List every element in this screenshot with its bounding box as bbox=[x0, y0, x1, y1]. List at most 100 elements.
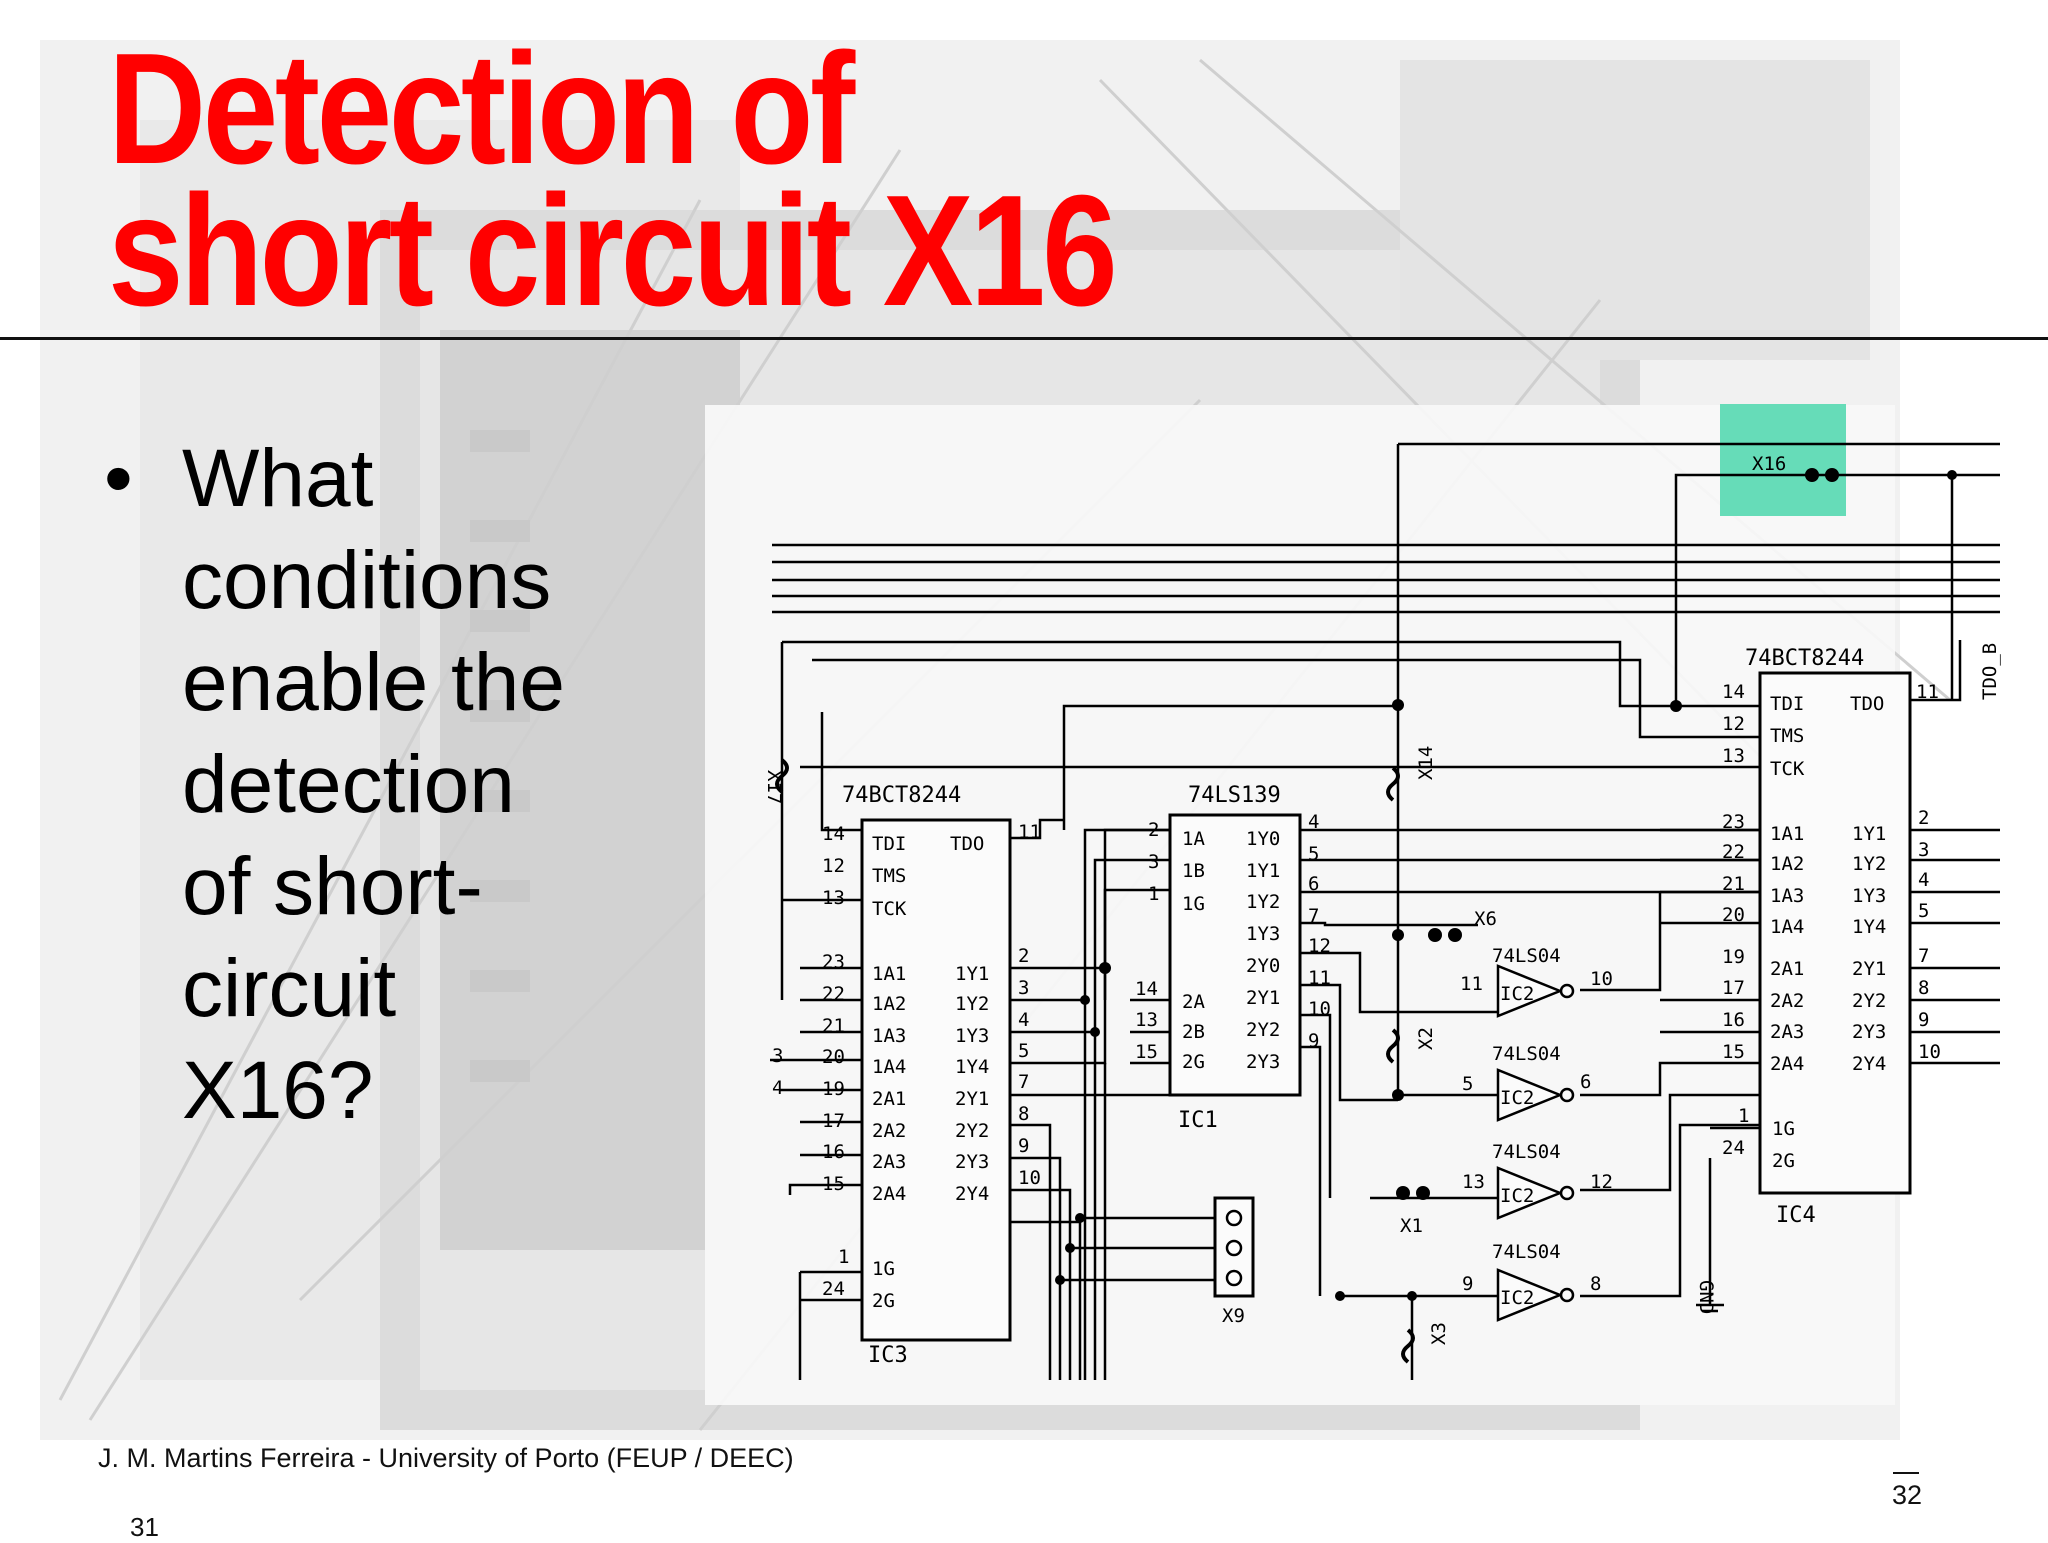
svg-text:1A4: 1A4 bbox=[1770, 916, 1804, 938]
svg-text:1Y2: 1Y2 bbox=[955, 993, 989, 1015]
svg-text:1A3: 1A3 bbox=[1770, 885, 1804, 907]
svg-text:20: 20 bbox=[822, 1046, 845, 1068]
svg-text:16: 16 bbox=[822, 1141, 845, 1163]
jumper-labels: X16 X14 X6 X2 X1 X3 X9 X17 TDO_B GND 3 4 bbox=[763, 453, 2001, 1345]
svg-text:1A1: 1A1 bbox=[872, 963, 906, 985]
svg-text:2A1: 2A1 bbox=[1770, 958, 1804, 980]
svg-text:1A4: 1A4 bbox=[872, 1056, 906, 1078]
bullet-line: enable the bbox=[182, 637, 566, 728]
svg-text:1A1: 1A1 bbox=[1770, 823, 1804, 845]
svg-text:22: 22 bbox=[822, 983, 845, 1005]
svg-text:TMS: TMS bbox=[872, 865, 906, 887]
svg-text:19: 19 bbox=[822, 1078, 845, 1100]
svg-text:12: 12 bbox=[822, 855, 845, 877]
svg-text:5: 5 bbox=[1918, 900, 1929, 922]
edge-label: 4 bbox=[772, 1077, 783, 1099]
svg-text:10: 10 bbox=[1590, 968, 1613, 990]
svg-text:1Y1: 1Y1 bbox=[1246, 860, 1280, 882]
svg-text:2G: 2G bbox=[1772, 1150, 1795, 1172]
svg-text:13: 13 bbox=[822, 887, 845, 909]
ic4-part-label: 74BCT8244 bbox=[1745, 646, 1864, 671]
svg-text:20: 20 bbox=[1722, 904, 1745, 926]
title-rule bbox=[0, 337, 2048, 340]
svg-text:2Y3: 2Y3 bbox=[955, 1151, 989, 1173]
svg-text:15: 15 bbox=[1722, 1041, 1745, 1063]
edge-label: 3 bbox=[772, 1045, 783, 1067]
svg-text:3: 3 bbox=[1918, 839, 1929, 861]
bullet-line: conditions bbox=[182, 535, 552, 626]
svg-text:IC2: IC2 bbox=[1500, 1287, 1534, 1309]
ic1-ref-label: IC1 bbox=[1178, 1108, 1218, 1133]
svg-text:16: 16 bbox=[1722, 1009, 1745, 1031]
svg-text:1Y3: 1Y3 bbox=[1246, 923, 1280, 945]
svg-text:1Y4: 1Y4 bbox=[1852, 916, 1886, 938]
svg-text:9: 9 bbox=[1018, 1135, 1029, 1157]
bullet-line: What bbox=[182, 433, 374, 524]
svg-text:TCK: TCK bbox=[1770, 758, 1805, 780]
footer-author: J. M. Martins Ferreira - University of P… bbox=[98, 1443, 794, 1473]
svg-text:2A3: 2A3 bbox=[872, 1151, 906, 1173]
svg-text:22: 22 bbox=[1722, 841, 1745, 863]
svg-text:74LS04: 74LS04 bbox=[1492, 945, 1561, 967]
svg-text:14: 14 bbox=[1722, 681, 1745, 703]
svg-text:24: 24 bbox=[1722, 1137, 1745, 1159]
svg-text:2: 2 bbox=[1018, 945, 1029, 967]
svg-text:4: 4 bbox=[1308, 811, 1319, 833]
svg-text:2A2: 2A2 bbox=[872, 1120, 906, 1142]
svg-text:1: 1 bbox=[838, 1246, 849, 1268]
svg-text:2Y4: 2Y4 bbox=[955, 1183, 989, 1205]
svg-text:1: 1 bbox=[1148, 883, 1159, 905]
svg-text:2Y1: 2Y1 bbox=[1852, 958, 1886, 980]
inverter-symbol bbox=[1496, 1268, 1564, 1322]
ic3-body bbox=[860, 818, 1012, 1342]
svg-text:13: 13 bbox=[1462, 1171, 1485, 1193]
svg-text:1G: 1G bbox=[872, 1258, 895, 1280]
bullet-line: detection bbox=[182, 739, 515, 830]
svg-text:9: 9 bbox=[1308, 1030, 1319, 1052]
svg-text:10: 10 bbox=[1918, 1041, 1941, 1063]
x9-label: X9 bbox=[1222, 1305, 1245, 1327]
x16-label: X16 bbox=[1752, 453, 1786, 475]
ic1-pins: 1A 1B 1G 2A 2B 2G 1Y0 1Y1 1Y2 1Y3 2Y0 2Y… bbox=[1135, 811, 1331, 1073]
wires bbox=[770, 442, 2000, 1380]
svg-text:2A1: 2A1 bbox=[872, 1088, 906, 1110]
svg-text:6: 6 bbox=[1308, 873, 1319, 895]
svg-text:12: 12 bbox=[1722, 713, 1745, 735]
svg-text:IC2: IC2 bbox=[1500, 1087, 1534, 1109]
page-number-right: 32 bbox=[1892, 1480, 1923, 1510]
svg-text:74LS04: 74LS04 bbox=[1492, 1141, 1561, 1163]
svg-text:TDI: TDI bbox=[872, 833, 906, 855]
svg-text:11: 11 bbox=[1018, 821, 1041, 843]
svg-text:2Y3: 2Y3 bbox=[1246, 1051, 1280, 1073]
svg-text:8: 8 bbox=[1018, 1103, 1029, 1125]
svg-text:2A2: 2A2 bbox=[1770, 990, 1804, 1012]
svg-text:11: 11 bbox=[1916, 681, 1939, 703]
svg-text:TDO: TDO bbox=[950, 833, 984, 855]
svg-text:2Y0: 2Y0 bbox=[1246, 955, 1280, 977]
bullet-marker: • bbox=[104, 433, 133, 524]
svg-text:24: 24 bbox=[822, 1278, 845, 1300]
svg-text:IC2: IC2 bbox=[1500, 983, 1534, 1005]
page-number-rule bbox=[1893, 1472, 1919, 1474]
svg-text:2A4: 2A4 bbox=[872, 1183, 906, 1205]
svg-text:14: 14 bbox=[1135, 978, 1158, 1000]
svg-text:TDO: TDO bbox=[1850, 693, 1884, 715]
svg-text:5: 5 bbox=[1462, 1073, 1473, 1095]
ic4-body bbox=[1758, 671, 1912, 1195]
ic3-pins: TDI TMS TCK 1A1 1A2 1A3 1A4 2A1 2A2 2A3 … bbox=[822, 821, 1041, 1312]
svg-text:1Y3: 1Y3 bbox=[1852, 885, 1886, 907]
x1-label: X1 bbox=[1400, 1215, 1423, 1237]
svg-text:19: 19 bbox=[1722, 946, 1745, 968]
svg-text:2: 2 bbox=[1148, 819, 1159, 841]
svg-text:4: 4 bbox=[1918, 869, 1929, 891]
svg-text:2: 2 bbox=[1918, 807, 1929, 829]
svg-text:3: 3 bbox=[1148, 851, 1159, 873]
svg-text:6: 6 bbox=[1580, 1071, 1591, 1093]
svg-text:4: 4 bbox=[1018, 1009, 1029, 1031]
svg-text:2Y2: 2Y2 bbox=[1246, 1019, 1280, 1041]
svg-text:74LS04: 74LS04 bbox=[1492, 1241, 1561, 1263]
ic4-pins: TDI TMS TCK 1A1 1A2 1A3 1A4 2A1 2A2 2A3 … bbox=[1722, 681, 1941, 1172]
x2-label: X2 bbox=[1415, 1027, 1437, 1050]
svg-text:1Y0: 1Y0 bbox=[1246, 828, 1280, 850]
svg-text:2Y2: 2Y2 bbox=[1852, 990, 1886, 1012]
